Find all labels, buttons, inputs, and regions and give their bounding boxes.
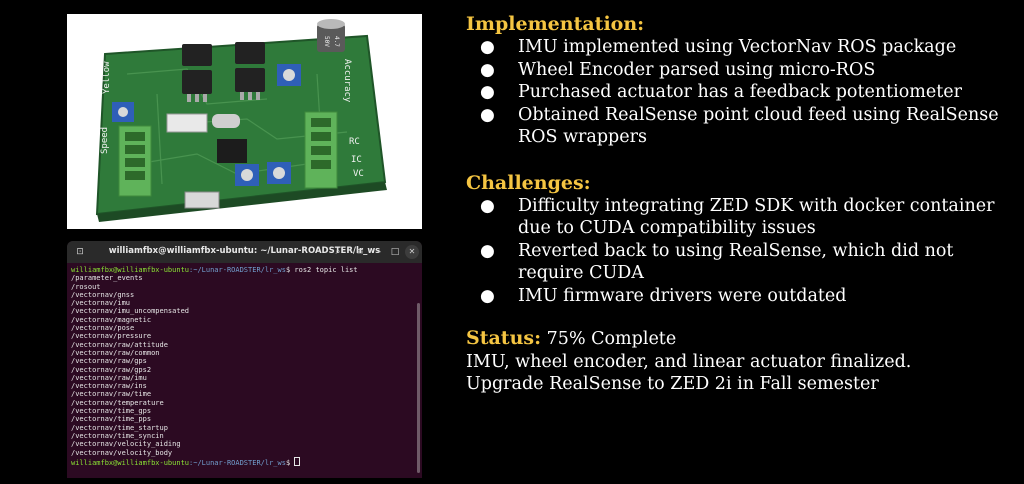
status-line-2: Upgrade RealSense to ZED 2i in Fall seme… [466, 374, 879, 394]
bullet-text: Wheel Encoder parsed using micro-ROS [518, 59, 876, 80]
implementation-list: ● IMU implemented using VectorNav ROS pac… [466, 36, 1016, 149]
bullet-text: IMU firmware drivers were outdated [518, 285, 847, 306]
board-label-accuracy: Accuracy [342, 59, 352, 103]
topic-line: /vectornav/raw/gps2 [71, 365, 152, 374]
topic-line: /vectornav/time_gps [71, 407, 152, 416]
bullet-text: Difficulty integrating ZED SDK with dock… [518, 195, 995, 239]
minimize-icon[interactable]: – [376, 247, 382, 257]
svg-text:4.7: 4.7 [333, 36, 340, 47]
topic-line: /vectornav/raw/attitude [71, 340, 168, 349]
status-section: Status: 75% Complete IMU, wheel encoder,… [466, 326, 1016, 396]
motor-controller-board-photo: 4.7 50V Yellow Speed Accuracy RC IC [67, 14, 422, 229]
challenges-list: ● Difficulty integrating ZED SDK with doc… [466, 195, 1016, 308]
implementation-heading: Implementation: [466, 13, 645, 35]
topic-list: /parameter_events/rosout/vectornav/gnss/… [71, 274, 418, 457]
topic-line: /vectornav/time_startup [71, 423, 168, 432]
topic-line: /vectornav/temperature [71, 398, 164, 407]
implementation-section: Implementation: ● IMU implemented using V… [466, 12, 1016, 149]
terminal-window[interactable]: ⊡ williamfbx@williamfbx-ubuntu: ~/Lunar-… [67, 241, 422, 478]
challenges-section: Challenges: ● Difficulty integrating ZED … [466, 171, 1016, 308]
bullet-dot-icon: ● [480, 37, 495, 57]
prompt-line: williamfbx@williamfbx-ubuntu:~/Lunar-ROA… [71, 456, 418, 467]
bullet-text: Reverted back to using RealSense, which … [518, 240, 954, 284]
topic-line: /vectornav/raw/ins [71, 382, 147, 391]
bullet-dot-icon: ● [480, 59, 495, 80]
status-line-1: IMU, wheel encoder, and linear actuator … [466, 351, 912, 372]
new-tab-icon[interactable]: ⊡ [76, 247, 84, 257]
status-line: Status: 75% Complete [466, 326, 1016, 351]
board-label-yellow: Yellow [102, 61, 112, 94]
topic-line: /vectornav/raw/gps [71, 357, 147, 366]
cursor [294, 456, 301, 466]
topic-line: /vectornav/raw/imu [71, 373, 147, 382]
bullet-item: ● Purchased actuator has a feedback poten… [480, 81, 1016, 104]
topic-line: /vectornav/time_pps [71, 415, 152, 424]
search-icon[interactable]: ⌕ [335, 247, 341, 257]
bullet-dot-icon: ● [480, 82, 495, 102]
topic-line: /vectornav/raw/time [71, 390, 152, 399]
close-icon[interactable]: ✕ [405, 245, 419, 259]
bullet-dot-icon: ● [480, 195, 495, 216]
topic-line: /vectornav/imu [71, 299, 131, 308]
menu-icon[interactable]: ≡ [356, 247, 364, 257]
topic-line: /vectornav/pose [71, 324, 135, 333]
bullet-dot-icon: ● [480, 240, 495, 261]
svg-text:VC: VC [353, 169, 364, 179]
topic-line: /vectornav/time_syncin [71, 431, 164, 440]
board-illustration: 4.7 50V Yellow Speed Accuracy RC IC [67, 14, 422, 229]
terminal-title: williamfbx@williamfbx-ubuntu: ~/Lunar-RO… [108, 246, 381, 256]
status-heading: Status: [466, 327, 542, 349]
terminal-output[interactable]: williamfbx@williamfbx-ubuntu:~/Lunar-ROA… [67, 263, 422, 467]
bullet-dot-icon: ● [480, 285, 495, 306]
topic-line: /vectornav/raw/common [71, 348, 160, 357]
topic-line: /vectornav/velocity_aiding [71, 440, 181, 449]
topic-line: /vectornav/imu_uncompensated [71, 307, 190, 316]
bullet-text: Obtained RealSense point cloud feed usin… [518, 104, 999, 148]
bullet-item: ● Obtained RealSense point cloud feed usi… [480, 104, 1016, 149]
svg-text:RC: RC [349, 137, 360, 147]
topic-line: /vectornav/gnss [71, 290, 135, 299]
challenges-heading: Challenges: [466, 171, 591, 194]
topic-line: /vectornav/pressure [71, 332, 152, 341]
topic-line: /parameter_events [71, 274, 143, 283]
bullet-item: ● Reverted back to using RealSense, which… [480, 240, 1016, 285]
maximize-icon[interactable]: □ [390, 247, 400, 257]
bullet-item: ● IMU implemented using VectorNav ROS pac… [480, 36, 1016, 59]
bullet-item: ● IMU firmware drivers were outdated [480, 285, 1016, 308]
bullet-text: IMU implemented using VectorNav ROS pack… [518, 37, 957, 57]
summary-panel: Implementation: ● IMU implemented using V… [466, 12, 1016, 396]
topic-line: /vectornav/velocity_body [71, 448, 173, 457]
status-value: 75% Complete [541, 329, 677, 349]
terminal-scrollbar[interactable] [417, 303, 420, 473]
bullet-text: Purchased actuator has a feedback potent… [518, 82, 962, 102]
svg-text:IC: IC [351, 155, 362, 165]
bullet-item: ● Difficulty integrating ZED SDK with doc… [480, 195, 1016, 240]
bullet-item: ● Wheel Encoder parsed using micro-ROS [480, 59, 1016, 82]
svg-text:50V: 50V [323, 36, 330, 47]
bullet-dot-icon: ● [480, 104, 495, 125]
board-label-speed: Speed [100, 127, 110, 154]
command-line: williamfbx@williamfbx-ubuntu:~/Lunar-ROA… [71, 266, 358, 274]
terminal-titlebar[interactable]: ⊡ williamfbx@williamfbx-ubuntu: ~/Lunar-… [67, 241, 422, 263]
topic-line: /vectornav/magnetic [71, 315, 152, 324]
topic-line: /rosout [71, 282, 101, 291]
